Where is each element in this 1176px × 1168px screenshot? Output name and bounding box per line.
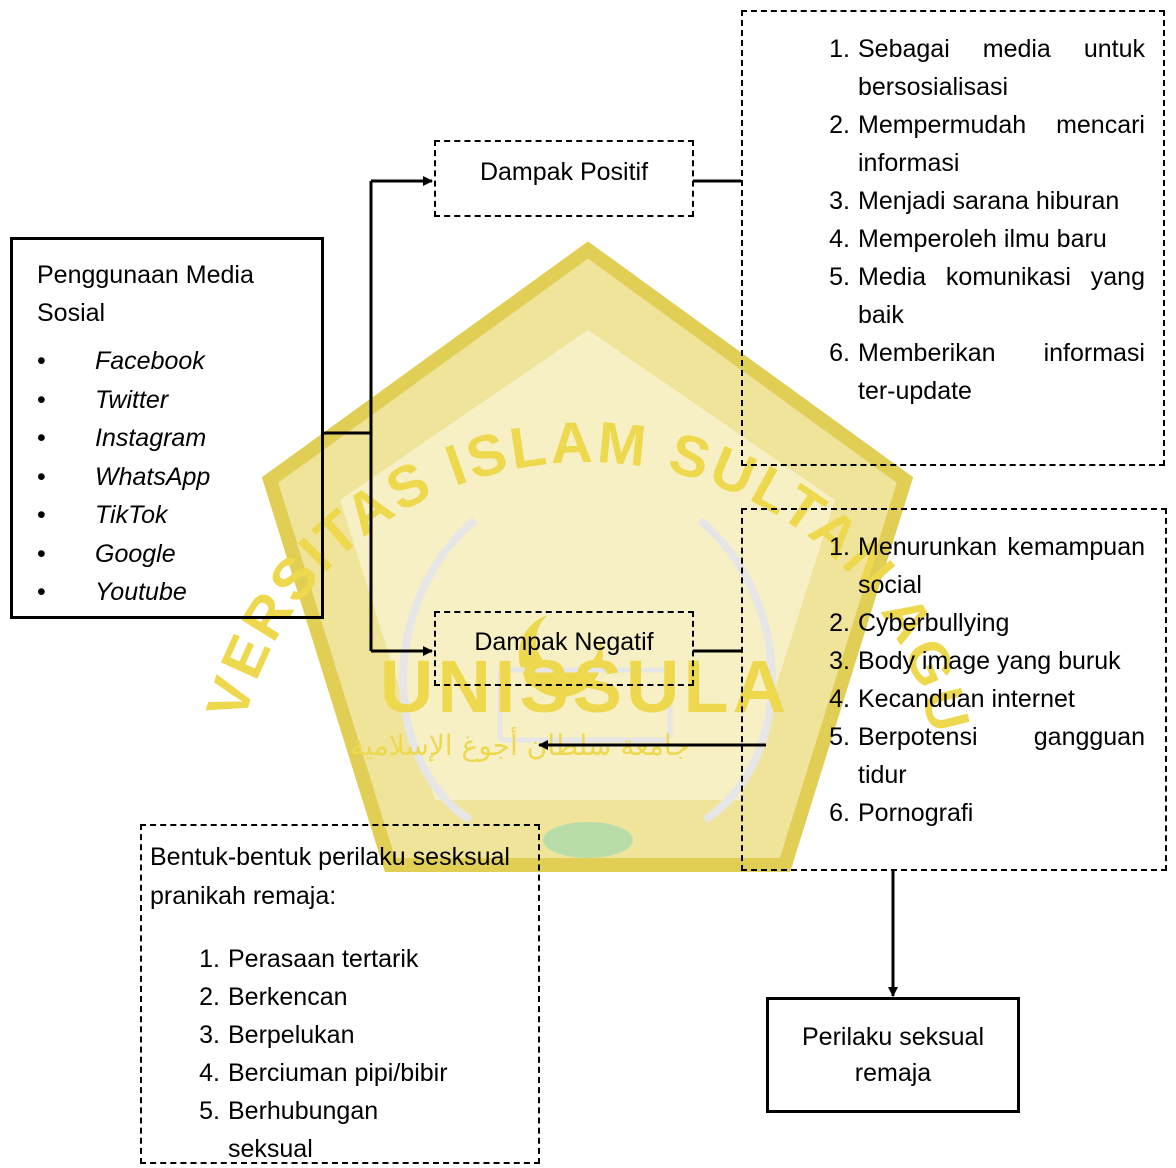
negative-impact-box: Dampak Negatif	[434, 611, 694, 686]
platform-item: Facebook	[13, 342, 321, 381]
watermark-book-icon	[497, 667, 673, 743]
behavior-forms-title: Bentuk-bentuk perilaku sesksual pranikah…	[150, 843, 510, 910]
negative-impact-list-box: 1.Menurunkan kemampuan social 2.Cyberbul…	[741, 508, 1167, 871]
behavior-forms-list: 1.Perasaan tertarik 2.Berkencan 3.Berpel…	[182, 940, 522, 1168]
media-platform-list: Facebook Twitter Instagram WhatsApp TikT…	[13, 342, 321, 612]
list-item: 3.Menjadi sarana hiburan	[829, 187, 1120, 215]
watermark-name: UNISSULA	[380, 645, 790, 728]
watermark-inner-field	[340, 330, 835, 800]
watermark-crescent-icon	[518, 615, 603, 698]
list-item: 3.Body image yang buruk	[829, 647, 1121, 675]
list-item: 2.Berkencan	[199, 983, 348, 1011]
list-item: 4.Memperoleh ilmu baru	[829, 225, 1107, 253]
watermark-green-ornament	[543, 822, 633, 858]
positive-impact-list-box: 1.Sebagai media untuk bersosialisasi 2.M…	[741, 10, 1165, 466]
list-item: 3.Berpelukan	[199, 1021, 355, 1049]
list-item: 1.Perasaan tertarik	[199, 945, 419, 973]
sexual-behavior-label: Perilaku seksual remaja	[801, 1023, 985, 1087]
positive-impact-list: 1.Sebagai media untuk bersosialisasi 2.M…	[812, 30, 1145, 410]
platform-item: Google	[13, 535, 321, 574]
platform-item: WhatsApp	[13, 458, 321, 497]
list-item: 1.Menurunkan kemampuan social	[829, 533, 1145, 599]
media-usage-title: Penggunaan Media Sosial	[37, 261, 254, 327]
positive-impact-box: Dampak Positif	[434, 140, 694, 217]
platform-item: Twitter	[13, 381, 321, 420]
list-item: 5.Media komunikasi yang baik	[829, 263, 1145, 329]
watermark-laurel-right	[697, 516, 776, 824]
platform-item: Instagram	[13, 419, 321, 458]
watermark-laurel-left	[399, 516, 478, 824]
list-item: 1.Sebagai media untuk bersosialisasi	[829, 35, 1145, 101]
list-item: 6.Pornografi	[829, 799, 974, 827]
list-item: 5.Berhubungan seksual	[199, 1097, 379, 1163]
list-item: 2.Cyberbullying	[829, 609, 1010, 637]
negative-impact-list: 1.Menurunkan kemampuan social 2.Cyberbul…	[812, 528, 1145, 832]
platform-item: Youtube	[13, 573, 321, 612]
media-usage-box: Penggunaan Media Sosial Facebook Twitter…	[10, 237, 324, 619]
list-item: 6.Memberikan informasi ter-update	[829, 339, 1145, 405]
platform-item: TikTok	[13, 496, 321, 535]
behavior-forms-box: Bentuk-bentuk perilaku sesksual pranikah…	[140, 824, 540, 1164]
positive-impact-label: Dampak Positif	[479, 157, 649, 186]
list-item: 5.Berpotensi gangguan tidur	[829, 723, 1145, 789]
negative-impact-label: Dampak Negatif	[474, 627, 654, 656]
list-item: 4.Berciuman pipi/bibir	[199, 1059, 448, 1087]
sexual-behavior-box: Perilaku seksual remaja	[766, 997, 1020, 1113]
list-item: 2.Mempermudah mencari informasi	[829, 111, 1145, 177]
list-item: 4.Kecanduan internet	[829, 685, 1075, 713]
